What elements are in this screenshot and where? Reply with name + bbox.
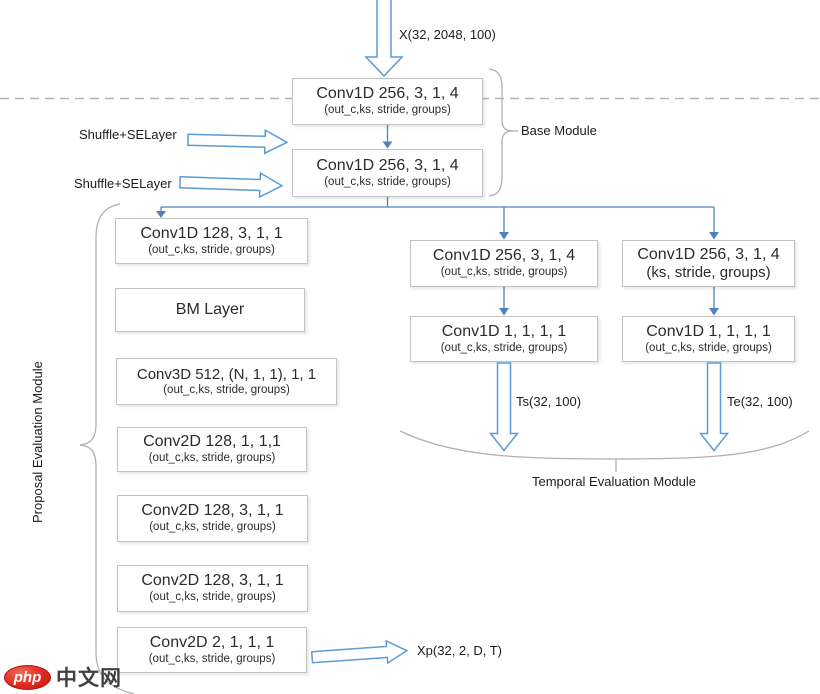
box-title: Conv1D 128, 3, 1, 1 [140, 224, 283, 242]
box-subtitle: (out_c,ks, stride, groups) [149, 591, 276, 604]
box-title: Conv1D 256, 3, 1, 4 [316, 156, 459, 174]
arrowhead-icon [382, 141, 393, 149]
proposal-box-conv1d: Conv1D 128, 3, 1, 1 (out_c,ks, stride, g… [115, 218, 308, 264]
box-title: Conv1D 1, 1, 1, 1 [646, 322, 771, 340]
box-title: Conv1D 256, 3, 1, 4 [432, 247, 576, 265]
base-conv-box-1: Conv1D 256, 3, 1, 4 (out_c,ks, stride, g… [292, 78, 483, 125]
arrowhead-icon [156, 211, 166, 218]
shuffle-selayer-label-2: Shuffle+SELayer [74, 176, 172, 191]
proposal-box-conv2d-1: Conv2D 128, 1, 1,1 (out_c,ks, stride, gr… [117, 427, 307, 472]
proposal-box-conv3d: Conv3D 512, (N, 1, 1), 1, 1 (out_c,ks, s… [116, 358, 337, 405]
proposal-module-label: Proposal Evaluation Module [30, 361, 45, 523]
te-tensor-label: Te(32, 100) [727, 394, 793, 409]
shuffle-selayer-label-1: Shuffle+SELayer [79, 127, 177, 142]
temporal-module-brace [399, 430, 810, 472]
temporal-left-box-1: Conv1D 256, 3, 1, 4 (out_c,ks, stride, g… [410, 240, 598, 287]
box-subtitle: (out_c,ks, stride, groups) [149, 521, 276, 534]
proposal-box-conv2d-3: Conv2D 128, 3, 1, 1 (out_c,ks, stride, g… [117, 565, 308, 612]
thin-connectors [160, 125, 715, 309]
arrowhead-icon [499, 232, 509, 240]
box-subtitle: (out_c,ks, stride, groups) [324, 175, 451, 188]
proposal-box-conv2d-2: Conv2D 128, 3, 1, 1 (out_c,ks, stride, g… [117, 495, 308, 542]
box-title: Conv1D 256, 3, 1, 4 [637, 245, 780, 263]
php-cn-text: 中文网 [56, 667, 122, 690]
box-subtitle: (out_c,ks, stride, groups) [148, 652, 276, 665]
proposal-box-conv2d-out: Conv2D 2, 1, 1, 1 (out_c,ks, stride, gro… [117, 627, 307, 673]
base-conv-box-2: Conv1D 256, 3, 1, 4 (out_c,ks, stride, g… [292, 149, 483, 197]
temporal-right-box-1: Conv1D 256, 3, 1, 4 (ks, stride, groups) [622, 240, 795, 287]
temporal-left-box-2: Conv1D 1, 1, 1, 1 (out_c,ks, stride, gro… [410, 316, 598, 362]
arrowhead-icon [709, 308, 719, 316]
arrowhead-icon [709, 232, 719, 240]
box-title: Conv3D 512, (N, 1, 1), 1, 1 [136, 365, 317, 383]
proposal-module-brace [79, 203, 135, 694]
base-module-label: Base Module [521, 123, 597, 138]
box-subtitle: (ks, stride, groups) [646, 264, 771, 282]
base-module-brace [488, 68, 514, 197]
box-subtitle: (out_c,ks, stride, groups) [324, 104, 451, 117]
box-title: Conv2D 128, 3, 1, 1 [141, 502, 284, 520]
box-subtitle: (out_c,ks, stride, groups) [440, 266, 568, 279]
arrowheads [156, 141, 719, 316]
box-title: BM Layer [175, 300, 245, 318]
box-title: Conv2D 128, 3, 1, 1 [141, 572, 284, 590]
box-title: Conv1D 256, 3, 1, 4 [316, 85, 459, 103]
ts-tensor-label: Ts(32, 100) [516, 394, 582, 409]
box-subtitle: (out_c,ks, stride, groups) [163, 383, 290, 396]
box-subtitle: (out_c,ks, stride, groups) [440, 341, 568, 354]
xp-tensor-label: Xp(32, 2, D, T) [417, 643, 503, 658]
box-subtitle: (out_c,ks, stride, groups) [148, 243, 275, 256]
temporal-module-label: Temporal Evaluation Module [531, 474, 697, 489]
input-tensor-label: X(32, 2048, 100) [399, 27, 496, 42]
box-title: Conv2D 128, 1, 1,1 [143, 433, 281, 451]
box-title: Conv2D 2, 1, 1, 1 [149, 633, 275, 651]
box-subtitle: (out_c,ks, stride, groups) [645, 341, 772, 354]
php-logo-badge: php [4, 664, 51, 690]
braces [79, 68, 810, 694]
php-cn-watermark: php 中文网 [4, 662, 122, 692]
box-subtitle: (out_c,ks, stride, groups) [148, 452, 276, 465]
fanout-line [161, 197, 714, 208]
temporal-right-box-2: Conv1D 1, 1, 1, 1 (out_c,ks, stride, gro… [622, 316, 795, 362]
arrowhead-icon [499, 308, 509, 316]
box-title: Conv1D 1, 1, 1, 1 [441, 322, 567, 340]
proposal-box-bm-layer: BM Layer [115, 288, 305, 332]
